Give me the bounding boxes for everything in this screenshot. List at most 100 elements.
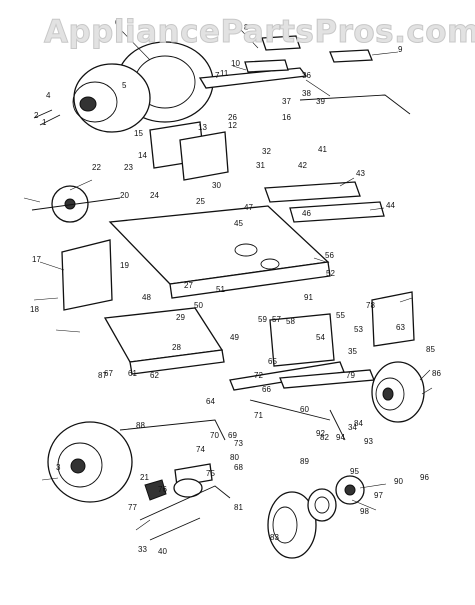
callout-29: 29 bbox=[176, 313, 185, 322]
steering-linkage bbox=[119, 419, 231, 541]
callout-48: 48 bbox=[142, 293, 151, 302]
callout-64: 64 bbox=[206, 397, 215, 406]
callout-13: 13 bbox=[198, 123, 207, 132]
callout-19: 19 bbox=[120, 261, 129, 270]
callout-39: 39 bbox=[316, 97, 325, 106]
callout-83: 83 bbox=[270, 533, 279, 542]
callout-20: 20 bbox=[120, 191, 129, 200]
callout-61: 61 bbox=[128, 369, 137, 378]
callout-89: 89 bbox=[300, 457, 309, 466]
callout-26: 26 bbox=[228, 113, 237, 122]
callout-42: 42 bbox=[298, 161, 307, 170]
callout-35: 35 bbox=[348, 347, 357, 356]
callout-98: 98 bbox=[360, 507, 369, 516]
pivot-brackets bbox=[149, 121, 229, 181]
callout-91: 91 bbox=[304, 293, 313, 302]
callout-1: 1 bbox=[42, 118, 47, 127]
callout-86: 86 bbox=[432, 369, 441, 378]
callout-44: 44 bbox=[386, 201, 395, 210]
callout-21: 21 bbox=[140, 473, 149, 482]
callout-10: 10 bbox=[231, 59, 240, 68]
callout-6: 6 bbox=[115, 18, 120, 27]
callout-66: 66 bbox=[262, 385, 271, 394]
callout-56: 56 bbox=[325, 251, 334, 260]
front-axle-assembly bbox=[103, 307, 225, 375]
callout-25: 25 bbox=[196, 197, 205, 206]
callout-96: 96 bbox=[420, 473, 429, 482]
callout-70: 70 bbox=[210, 431, 219, 440]
callout-24: 24 bbox=[150, 191, 159, 200]
callout-31: 31 bbox=[256, 161, 265, 170]
callout-65: 65 bbox=[268, 357, 277, 366]
callout-47: 47 bbox=[244, 203, 253, 212]
front-tire-right bbox=[371, 361, 425, 423]
callout-52: 52 bbox=[326, 269, 335, 278]
callout-30: 30 bbox=[212, 181, 221, 190]
rear-tire-left bbox=[33, 41, 214, 133]
callout-97: 97 bbox=[374, 491, 383, 500]
callout-53: 53 bbox=[354, 325, 363, 334]
callout-78: 78 bbox=[366, 301, 375, 310]
callout-34: 34 bbox=[348, 423, 357, 432]
callout-11: 11 bbox=[220, 69, 229, 78]
callout-63: 63 bbox=[396, 323, 405, 332]
callout-59: 59 bbox=[258, 315, 267, 324]
callout-71: 71 bbox=[254, 411, 263, 420]
callout-32: 32 bbox=[262, 147, 271, 156]
front-tire-left bbox=[47, 421, 133, 503]
callout-81: 81 bbox=[234, 503, 243, 512]
callout-3: 3 bbox=[56, 463, 61, 472]
callout-79: 79 bbox=[346, 371, 355, 380]
callout-4: 4 bbox=[46, 91, 51, 100]
callout-90: 90 bbox=[394, 477, 403, 486]
callout-76: 76 bbox=[158, 485, 167, 494]
callout-12: 12 bbox=[228, 121, 237, 130]
main-chassis-frame bbox=[61, 205, 331, 311]
callout-37: 37 bbox=[282, 97, 291, 106]
callout-33: 33 bbox=[138, 545, 147, 554]
callout-73: 73 bbox=[234, 439, 243, 448]
wheel-hub-set bbox=[267, 475, 365, 559]
callout-55: 55 bbox=[336, 311, 345, 320]
callout-40: 40 bbox=[158, 547, 167, 556]
rear-axle-bar bbox=[198, 59, 308, 89]
callout-72: 72 bbox=[254, 371, 263, 380]
callout-16: 16 bbox=[282, 113, 291, 122]
callout-80: 80 bbox=[230, 453, 239, 462]
callout-43: 43 bbox=[356, 169, 365, 178]
callout-88: 88 bbox=[136, 421, 145, 430]
steering-link-rod bbox=[299, 94, 411, 115]
callout-85: 85 bbox=[426, 345, 435, 354]
callout-57: 57 bbox=[272, 315, 281, 324]
callout-23: 23 bbox=[124, 163, 133, 172]
callout-67: 67 bbox=[104, 369, 113, 378]
callout-69: 69 bbox=[228, 431, 237, 440]
callout-27: 27 bbox=[184, 281, 193, 290]
callout-87: 87 bbox=[98, 371, 107, 380]
callout-92: 92 bbox=[316, 429, 325, 438]
callout-9: 9 bbox=[398, 45, 403, 54]
callout-18: 18 bbox=[30, 305, 39, 314]
callout-54: 54 bbox=[316, 333, 325, 342]
callout-36: 36 bbox=[302, 71, 311, 80]
right-side-brackets bbox=[264, 181, 385, 223]
callout-8: 8 bbox=[244, 23, 249, 32]
callout-2: 2 bbox=[34, 111, 39, 120]
clip-brackets bbox=[261, 35, 373, 63]
drive-sprocket bbox=[31, 185, 121, 223]
callout-45: 45 bbox=[234, 219, 243, 228]
callout-14: 14 bbox=[138, 151, 147, 160]
callout-51: 51 bbox=[216, 285, 225, 294]
callout-50: 50 bbox=[194, 301, 203, 310]
callout-62: 62 bbox=[150, 371, 159, 380]
leader-lines bbox=[23, 26, 433, 531]
callout-82: 82 bbox=[320, 433, 329, 442]
callout-58: 58 bbox=[286, 317, 295, 326]
callout-49: 49 bbox=[230, 333, 239, 342]
callout-94: 94 bbox=[336, 433, 345, 442]
callout-17: 17 bbox=[32, 255, 41, 264]
callout-95: 95 bbox=[350, 467, 359, 476]
